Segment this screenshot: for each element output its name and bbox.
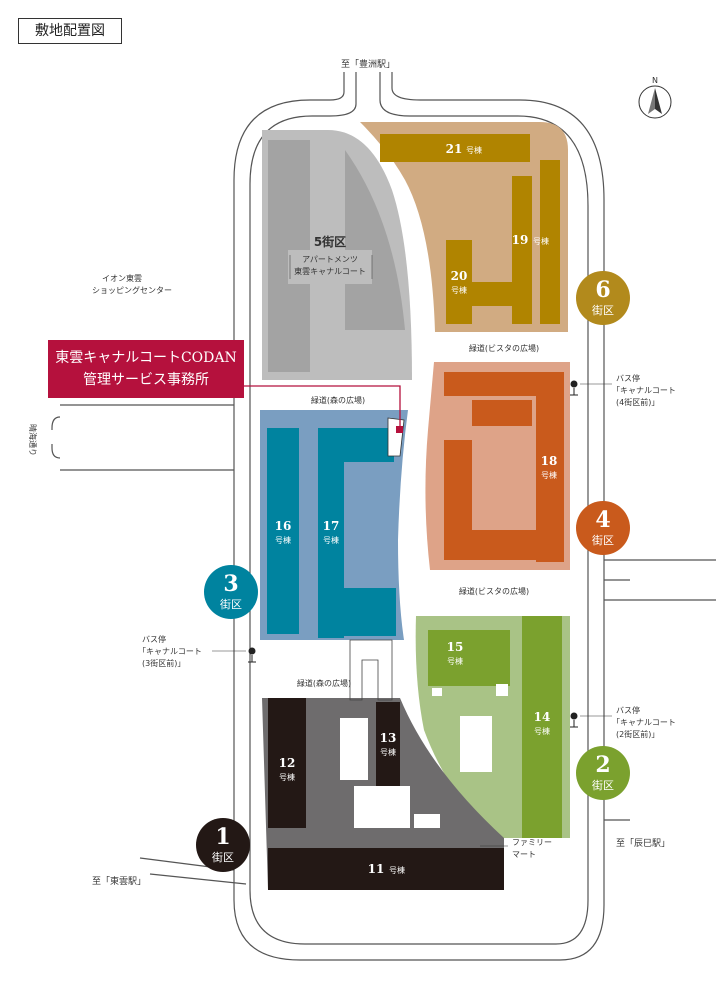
svg-text:3: 3 <box>223 571 238 597</box>
building-17-label: 17 号棟 <box>323 519 340 545</box>
district-1-area <box>262 639 504 890</box>
building-12-label: 12 号棟 <box>279 756 296 782</box>
building-13-label: 13 号棟 <box>380 731 397 757</box>
district-2-area <box>415 616 570 838</box>
svg-text:号棟: 号棟 <box>380 747 396 757</box>
svg-text:号棟: 号棟 <box>451 285 467 295</box>
svg-text:号棟: 号棟 <box>466 145 482 155</box>
svg-text:(3街区前)」: (3街区前)」 <box>142 658 185 668</box>
map-title: 敷地配置図 <box>18 18 122 44</box>
svg-text:号棟: 号棟 <box>533 236 549 246</box>
svg-text:14: 14 <box>534 710 551 724</box>
district-6-badge: 6 街区 <box>576 271 630 325</box>
path-mori-upper: 緑道(森の広場) <box>311 395 365 405</box>
compass-icon: N <box>638 76 672 119</box>
district-3-badge: 3 街区 <box>204 565 258 619</box>
district-1-badge: 1 街区 <box>196 818 250 872</box>
svg-text:6: 6 <box>595 277 610 303</box>
svg-text:「キャナルコート: 「キャナルコート <box>138 647 202 656</box>
svg-text:街区: 街区 <box>212 850 234 864</box>
building-14-label: 14 号棟 <box>534 710 551 736</box>
district-2-badge: 2 街区 <box>576 746 630 800</box>
bus-stop-4: バス停 「キャナルコート (4街区前)」 <box>570 373 676 407</box>
svg-text:(4街区前)」: (4街区前)」 <box>616 397 659 407</box>
building-19-label: 19 号棟 <box>512 233 549 247</box>
svg-text:号棟: 号棟 <box>541 470 557 480</box>
district-5-sub1: アパートメンツ <box>302 255 358 264</box>
svg-text:号棟: 号棟 <box>275 535 291 545</box>
building-16-label: 16 号棟 <box>275 519 292 545</box>
management-office-label: 東雲キャナルコートCODAN 管理サービス事務所 <box>48 340 244 398</box>
svg-text:12: 12 <box>279 756 296 770</box>
svg-text:1: 1 <box>215 824 230 850</box>
svg-text:号棟: 号棟 <box>534 726 550 736</box>
path-mori-lower: 緑道(森の広場) <box>297 678 351 688</box>
building-11-label: 11 号棟 <box>368 862 405 876</box>
svg-text:街区: 街区 <box>592 778 614 792</box>
svg-text:「キャナルコート: 「キャナルコート <box>612 718 676 727</box>
path-vista-lower: 緑道(ビスタの広場) <box>459 586 529 596</box>
svg-text:11: 11 <box>368 862 385 876</box>
bus-stop-2: バス停 「キャナルコート (2街区前)」 <box>570 705 676 739</box>
station-shinonome: 至「東雲駅」 <box>92 875 146 887</box>
svg-text:号棟: 号棟 <box>447 656 463 666</box>
building-18-label: 18 号棟 <box>541 454 558 480</box>
district-5-area <box>262 130 412 380</box>
district-5-sub2: 東雲キャナルコート <box>294 266 366 276</box>
svg-text:18: 18 <box>541 454 558 468</box>
district-5-name: 5街区 <box>314 234 346 249</box>
svg-text:2: 2 <box>595 752 610 778</box>
svg-text:15: 15 <box>447 640 464 654</box>
svg-text:街区: 街区 <box>592 303 614 317</box>
svg-text:4: 4 <box>595 507 610 533</box>
svg-text:「キャナルコート: 「キャナルコート <box>612 386 676 395</box>
compass-label: N <box>652 76 658 85</box>
landmark-aeon-line2: ショッピングセンター <box>92 285 172 295</box>
svg-text:21: 21 <box>446 142 463 156</box>
district-3-area <box>260 410 408 640</box>
building-20-label: 20 号棟 <box>451 269 468 295</box>
svg-text:16: 16 <box>275 519 292 533</box>
landmark-familymart-line2: マート <box>512 850 536 859</box>
station-toyosu: 至「豊洲駅」 <box>341 58 395 70</box>
svg-text:号棟: 号棟 <box>389 865 405 875</box>
station-tatsumi: 至「辰巳駅」 <box>616 838 670 849</box>
svg-text:街区: 街区 <box>592 533 614 547</box>
svg-text:(2街区前)」: (2街区前)」 <box>616 729 659 739</box>
svg-text:号棟: 号棟 <box>279 772 295 782</box>
district-6-area <box>360 122 568 332</box>
landmark-aeon-line1: イオン東雲 <box>102 273 142 283</box>
svg-text:街区: 街区 <box>220 597 242 611</box>
svg-text:バス停: バス停 <box>142 634 166 644</box>
office-pointer-line <box>244 385 401 428</box>
road-outlines <box>51 72 716 961</box>
district-4-badge: 4 街区 <box>576 501 630 555</box>
path-vista-upper: 緑道(ビスタの広場) <box>469 343 539 353</box>
landmark-familymart-line1: ファミリー <box>512 838 552 847</box>
landmark-harumi-dori: 晴海通り <box>28 424 38 456</box>
office-line1: 東雲キャナルコートCODAN <box>55 350 237 366</box>
building-15-label: 15 号棟 <box>447 640 464 666</box>
svg-text:バス停: バス停 <box>616 373 640 383</box>
svg-text:17: 17 <box>323 519 340 533</box>
district-4-area <box>425 362 570 570</box>
bus-stop-3: バス停 「キャナルコート (3街区前)」 <box>138 634 256 668</box>
svg-text:13: 13 <box>380 731 397 745</box>
svg-text:号棟: 号棟 <box>323 535 339 545</box>
office-line2: 管理サービス事務所 <box>83 372 209 388</box>
svg-text:19: 19 <box>512 233 529 247</box>
svg-text:バス停: バス停 <box>616 705 640 715</box>
svg-text:20: 20 <box>451 269 468 283</box>
